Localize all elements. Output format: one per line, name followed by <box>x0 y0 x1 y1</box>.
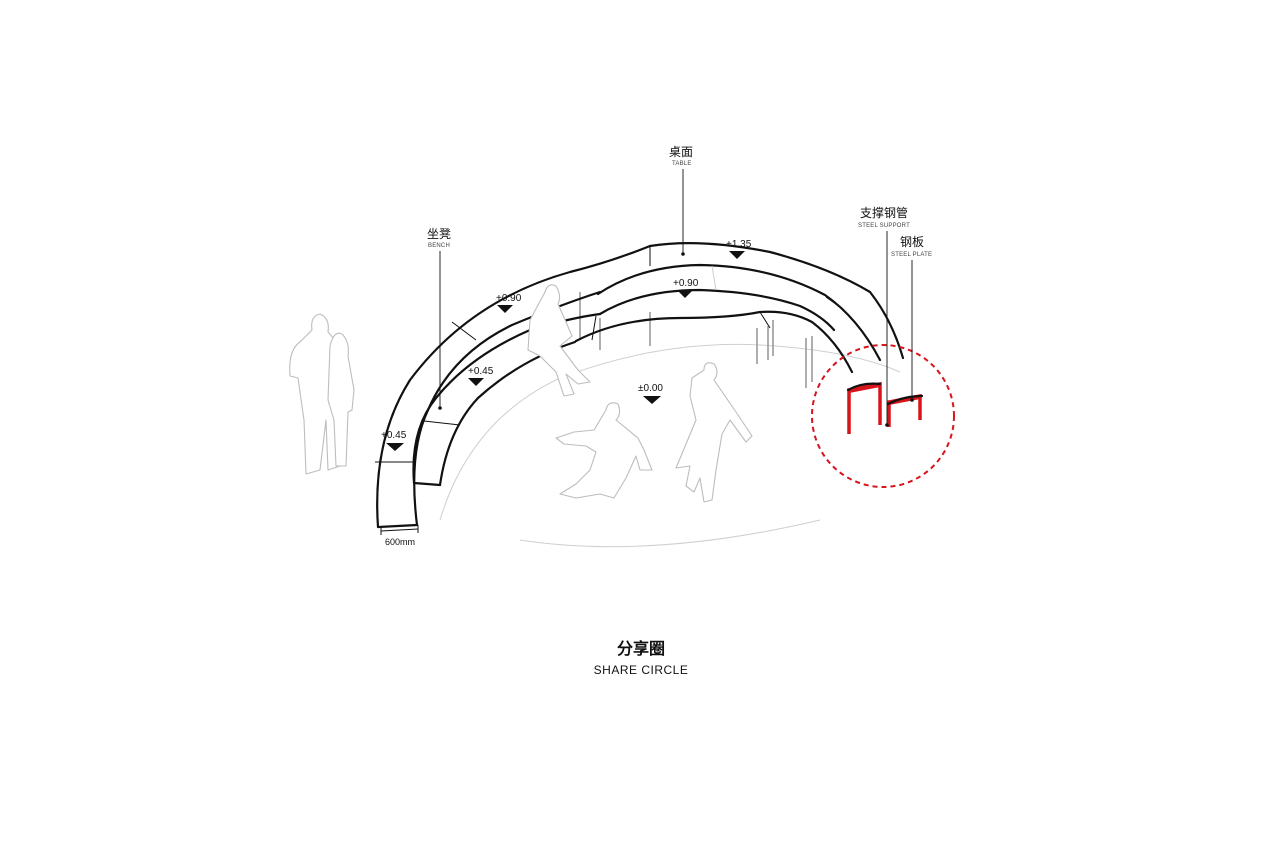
callout-bench-en: BENCH <box>428 243 450 249</box>
level-text-ground: ±0.00 <box>638 383 663 394</box>
level-marker-upper-back: +0.90 <box>673 278 699 298</box>
callout-steel-support: 支撑钢管 STEEL SUPPORT <box>858 205 910 427</box>
level-marker-inner-seat: +0.45 <box>468 366 494 386</box>
table-legs <box>579 292 813 388</box>
level-marker-ground: ±0.00 <box>638 383 663 404</box>
callout-steel-support-dot <box>885 423 889 427</box>
level-text-table: +1.35 <box>726 239 752 250</box>
level-text-outer-seat: +0.45 <box>381 430 407 441</box>
callout-table-dot <box>681 252 685 256</box>
level-text-mid-back: +0.90 <box>496 293 522 304</box>
level-triangle-ground <box>643 396 661 404</box>
level-text-inner-seat: +0.45 <box>468 366 494 377</box>
level-triangle-upper-back <box>677 290 693 298</box>
callout-steel-plate-en: STEEL PLATE <box>891 252 932 258</box>
level-marker-table: +1.35 <box>726 239 752 259</box>
callout-table: 桌面 TABLE <box>669 145 693 256</box>
title-cn: 分享圈 <box>617 639 665 658</box>
width-dimension: 600mm <box>380 525 419 547</box>
couple-figure <box>289 313 355 475</box>
table-band <box>574 242 905 374</box>
level-text-upper-back: +0.90 <box>673 278 699 289</box>
callout-steel-plate-cn: 钢板 <box>900 235 924 249</box>
callout-steel-plate: 钢板 STEEL PLATE <box>891 235 932 402</box>
diagram-title: 分享圈 SHARE CIRCLE <box>594 639 689 677</box>
level-marker-mid-back: +0.90 <box>496 293 522 313</box>
seated-woman-figure <box>527 284 591 397</box>
callout-bench-cn: 坐凳 <box>427 226 451 241</box>
dancing-woman-figure <box>675 362 753 503</box>
callout-bench: 坐凳 BENCH <box>427 226 451 410</box>
detail-circle <box>811 344 955 488</box>
callout-table-cn: 桌面 <box>669 145 693 159</box>
callout-table-en: TABLE <box>672 161 692 167</box>
callout-steel-support-en: STEEL SUPPORT <box>858 223 910 229</box>
callout-bench-dot <box>438 406 442 410</box>
dimension-text: 600mm <box>385 537 415 547</box>
callout-steel-support-cn: 支撑钢管 <box>860 205 908 220</box>
level-marker-outer-seat: +0.45 <box>381 430 407 451</box>
title-en: SHARE CIRCLE <box>594 663 689 677</box>
level-triangle-outer-seat <box>386 443 404 451</box>
level-triangle-table <box>729 251 745 259</box>
inner-bench <box>412 312 602 487</box>
callout-steel-plate-dot <box>910 398 914 402</box>
level-triangle-mid-back <box>497 305 513 313</box>
steel-frame-detail <box>811 344 955 488</box>
jumping-man-figure <box>555 402 653 499</box>
ground-ring <box>439 343 901 548</box>
level-triangle-inner-seat <box>468 378 484 386</box>
